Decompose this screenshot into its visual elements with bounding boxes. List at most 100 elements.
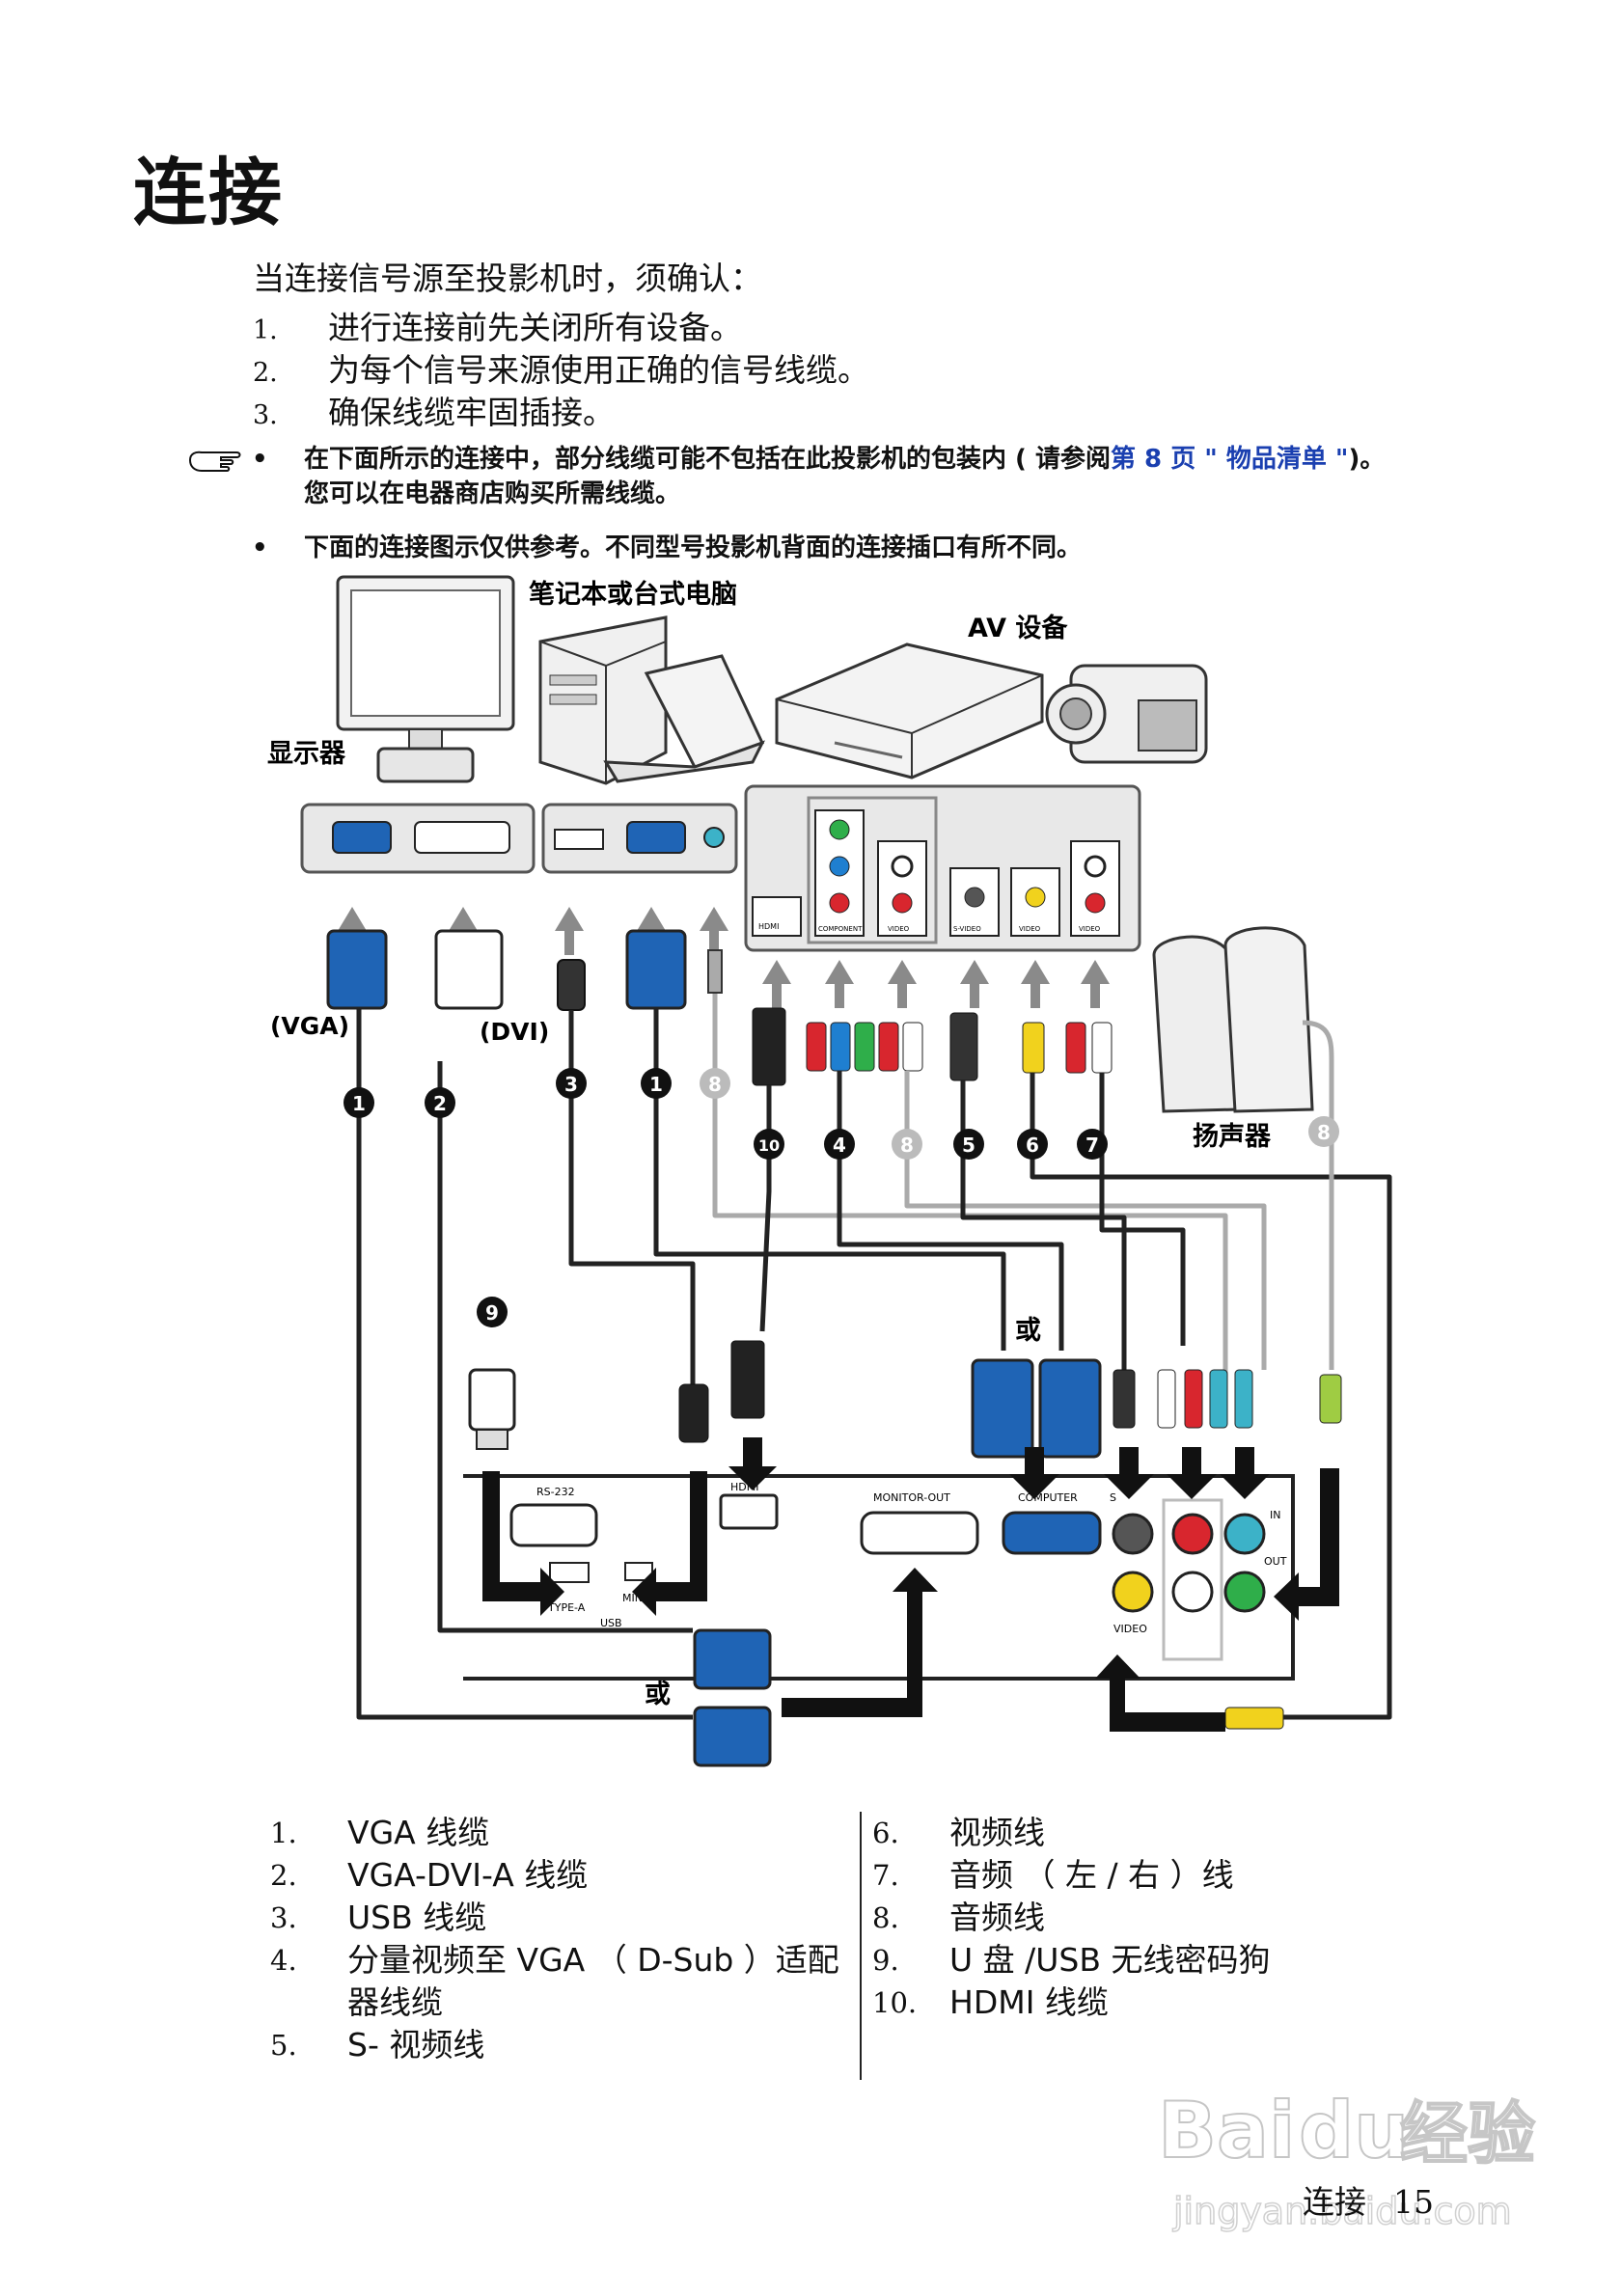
step-number: 1.: [253, 315, 278, 345]
note-text: 在下面所示的连接中，部分线缆可能不包括在此投影机的包装内 ( 请参阅: [304, 445, 1111, 474]
legend-number: 5.: [270, 2029, 297, 2062]
note-line-1: 在下面所示的连接中，部分线缆可能不包括在此投影机的包装内 ( 请参阅第 8 页 …: [304, 442, 1539, 477]
list-item: 2. 为每个信号来源使用正确的信号线缆。: [253, 349, 869, 392]
computer-label: 笔记本或台式电脑: [529, 579, 737, 610]
page-link[interactable]: 第 8 页 " 物品清单 ": [1111, 445, 1349, 474]
badge-label: 10: [758, 1136, 780, 1155]
watermark-suffix: 经验: [1400, 2094, 1535, 2173]
list-item: 6.视频线: [872, 1812, 1374, 1854]
badge: 8: [892, 1129, 922, 1160]
page-title: 连接: [133, 150, 284, 235]
step-text: 确保线缆牢固插接。: [328, 394, 615, 431]
dvi-label: (DVI): [480, 1018, 549, 1046]
legend-text: 音频 （ 左 / 右 ）线: [949, 1856, 1234, 1894]
badge-label: 4: [833, 1134, 846, 1157]
legend-number: 8.: [872, 1901, 899, 1934]
monitor-label: 显示器: [267, 739, 346, 769]
type-a-label: TYPE-A: [547, 1601, 586, 1614]
legend-number: 6.: [872, 1817, 899, 1849]
arrow-black-icon: [482, 1437, 1339, 1732]
badge: 1: [641, 1068, 672, 1099]
step-number: 2.: [253, 358, 278, 388]
note-text: )。: [1348, 445, 1386, 474]
legend-number: 3.: [270, 1901, 297, 1934]
legend-text: S- 视频线: [347, 2026, 485, 2064]
badge: 8: [1308, 1116, 1339, 1147]
badge-label: 7: [1085, 1134, 1099, 1157]
speaker-label: 扬声器: [1193, 1122, 1272, 1152]
badge: 2: [425, 1087, 455, 1118]
usb-label: USB: [600, 1617, 622, 1629]
legend-number: 2.: [270, 1859, 297, 1892]
note-line-2: 您可以在电器商店购买所需线缆。: [304, 479, 681, 508]
badge-label: 2: [433, 1092, 447, 1115]
computer-port-panel: [541, 803, 738, 874]
vga-label: (VGA): [270, 1012, 349, 1040]
rs232-label: RS-232: [536, 1486, 575, 1498]
legend-text: VGA 线缆: [347, 1814, 490, 1851]
baidu-watermark: Bai du 经验 jingyan.baidu.com: [1157, 2085, 1536, 2233]
usb-mini-plug: [678, 1383, 709, 1443]
list-item: 5. S- 视频线: [270, 2024, 849, 2066]
badge: 10: [754, 1129, 784, 1160]
watermark-brand: Bai: [1158, 2086, 1295, 2175]
monitor-port-panel: [300, 803, 536, 874]
video-port-label: VIDEO: [888, 925, 910, 933]
list-item: 1. VGA 线缆: [270, 1812, 849, 1854]
list-item: 4.分量视频至 VGA （ D-Sub ）适配器线缆: [270, 1939, 849, 2024]
pointing-hand-icon: [188, 451, 241, 472]
list-item: 7.音频 （ 左 / 右 ）线: [872, 1854, 1374, 1897]
footer-section: 连接: [1303, 2183, 1366, 2221]
vga-plug: [625, 929, 687, 1010]
legend-text: 音频线: [949, 1899, 1045, 1936]
notes-block: • 在下面所示的连接中，部分线缆可能不包括在此投影机的包装内 ( 请参阅第 8 …: [188, 442, 1539, 585]
svideo-plug: [949, 1012, 978, 1081]
projector-rear-panel: RS-232 TYPE-A MINI-B USB HDMI MONITOR-OU…: [463, 1474, 1295, 1681]
speaker-icon: [1152, 926, 1314, 1113]
badge-label: 5: [962, 1134, 975, 1157]
legend-text: USB 线缆: [347, 1899, 487, 1936]
video-plug: [1022, 1022, 1045, 1074]
list-item: 1. 进行连接前先关闭所有设备。: [253, 307, 869, 349]
badge-label: 3: [564, 1073, 578, 1096]
steps-list: 1. 进行连接前先关闭所有设备。 2. 为每个信号来源使用正确的信号线缆。 3.确保…: [253, 307, 869, 434]
badge: 8: [700, 1068, 730, 1099]
badge-label: 6: [1026, 1134, 1039, 1157]
camcorder-icon: [1045, 664, 1208, 764]
step-text: 为每个信号来源使用正确的信号线缆。: [328, 351, 869, 389]
badge-label: 8: [1317, 1121, 1331, 1144]
hdmi-plug: [730, 1340, 765, 1419]
legend-left: 1. VGA 线缆 2. VGA-DVI-A 线缆 3. USB 线缆 4.分量视频至…: [270, 1812, 849, 2066]
computer-icon: [538, 615, 766, 785]
badge: 5: [953, 1129, 984, 1160]
legend-number: 1.: [270, 1817, 297, 1849]
list-item: 9.U 盘 /USB 无线密码狗: [872, 1939, 1374, 1982]
legend-text: HDMI 线缆: [949, 1983, 1109, 2021]
arrow-up-icon: [338, 907, 1110, 1008]
dvd-player-icon: [775, 642, 1044, 779]
badge-label: 8: [708, 1073, 722, 1096]
note-reference: • 下面的连接图示仅供参考。不同型号投影机背面的连接插口有所不同。: [188, 531, 1539, 565]
badge-label: 1: [352, 1092, 366, 1115]
legend-text: 分量视频至 VGA （ D-Sub ）适配器线缆: [347, 1941, 839, 2021]
component-port-label: COMPONENT: [818, 925, 863, 933]
badge-label: 9: [485, 1301, 499, 1325]
list-item: 3.确保线缆牢固插接。: [253, 392, 869, 434]
badge-label: 1: [649, 1073, 663, 1096]
rca-plugs: [1113, 1369, 1342, 1730]
monitor-out-label: MONITOR-OUT: [873, 1491, 950, 1504]
list-item: 3. USB 线缆: [270, 1897, 849, 1939]
s-video-panel-label: S: [1110, 1491, 1116, 1504]
video-port-label: VIDEO: [1079, 925, 1101, 933]
legend-text: VGA-DVI-A 线缆: [347, 1856, 589, 1894]
av-device-label: AV 设备: [968, 614, 1068, 643]
vga-plug: [693, 1358, 1102, 1767]
component-plugs: [806, 1022, 923, 1072]
vga-plug: [326, 929, 388, 1010]
usb-plug: [557, 959, 586, 1011]
badge: 1: [343, 1087, 374, 1118]
legend-divider: [860, 1812, 862, 2080]
step-text: 进行连接前先关闭所有设备。: [328, 309, 742, 346]
computer-panel-label: COMPUTER: [1018, 1491, 1078, 1504]
